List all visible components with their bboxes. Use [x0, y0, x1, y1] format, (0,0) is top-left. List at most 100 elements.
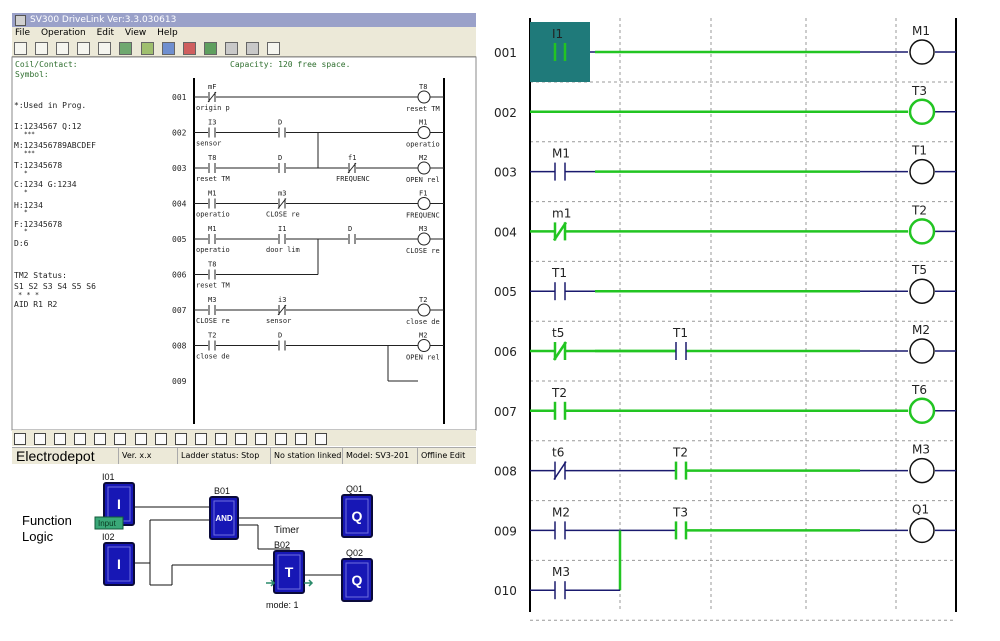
run-icon[interactable] [182, 42, 196, 55]
editor-coil-name[interactable]: F1 [419, 190, 427, 198]
coil-m2[interactable] [909, 338, 935, 364]
delete-tool-icon[interactable] [275, 433, 288, 445]
coil-name[interactable]: T3 [911, 84, 927, 98]
logic-block-b01[interactable] [209, 496, 239, 540]
upload-icon[interactable] [119, 42, 133, 55]
editor-contact-name[interactable]: D [278, 332, 282, 340]
coil-name[interactable]: M2 [912, 323, 930, 337]
logic-block-q02[interactable] [341, 558, 373, 602]
editor-contact-name[interactable]: M3 [208, 296, 216, 304]
editor-coil-name[interactable]: T8 [419, 83, 427, 91]
logic-block-b02[interactable] [273, 550, 305, 594]
stop-icon[interactable] [203, 42, 217, 55]
editor-contact-name[interactable]: T2 [208, 332, 216, 340]
contact-name[interactable]: M1 [552, 147, 570, 161]
editor-contact-name[interactable]: m3 [278, 190, 286, 198]
contact-name[interactable]: I1 [552, 27, 563, 41]
zoom-tool-icon[interactable] [315, 433, 328, 445]
print-icon[interactable] [77, 42, 91, 55]
editor-coil-name[interactable]: M3 [419, 225, 427, 233]
coil-tool-icon[interactable] [154, 433, 167, 445]
editor-coil[interactable] [417, 232, 431, 246]
coil-t6[interactable] [908, 397, 936, 425]
counter-tool-icon[interactable] [235, 433, 248, 445]
menu-edit[interactable]: Edit [96, 28, 115, 38]
no-contact-tool-icon[interactable] [14, 433, 26, 445]
contact-name[interactable]: t6 [552, 446, 564, 460]
editor-contact-name[interactable]: mF [208, 83, 216, 91]
settings-icon[interactable] [246, 42, 260, 55]
save-icon[interactable] [56, 42, 70, 55]
parallel-tool-icon[interactable] [134, 433, 147, 445]
contact-name[interactable]: M2 [552, 505, 570, 519]
menu-help[interactable]: Help [157, 28, 178, 38]
contact-name[interactable]: T2 [551, 386, 567, 400]
contact-name[interactable]: t5 [552, 326, 564, 340]
editor-coil-name[interactable]: T2 [419, 296, 427, 304]
new-file-icon[interactable] [14, 42, 27, 55]
monitor-icon[interactable] [224, 42, 238, 55]
open-file-icon[interactable] [35, 42, 49, 55]
series-tool-icon[interactable] [114, 433, 127, 445]
compare-tool-icon[interactable] [255, 433, 268, 445]
editor-coil-name[interactable]: M2 [419, 154, 427, 162]
logic-block-i02[interactable] [103, 542, 135, 586]
editor-contact-name[interactable]: T8 [208, 261, 216, 269]
editor-contact-name[interactable]: I3 [208, 119, 216, 127]
window-titlebar[interactable]: SV300 DriveLink Ver:3.3.030613 [12, 13, 476, 27]
editor-contact-name[interactable]: I1 [278, 225, 286, 233]
contact-name[interactable]: T3 [672, 505, 688, 519]
editor-contact-name[interactable]: T8 [208, 154, 216, 162]
contact-name[interactable]: M3 [552, 565, 570, 579]
rising-contact-tool-icon[interactable] [54, 433, 67, 445]
reset-coil-tool-icon[interactable] [194, 433, 207, 445]
coil-name[interactable]: Q1 [912, 502, 929, 516]
coil-name[interactable]: M1 [912, 24, 930, 38]
editor-coil[interactable] [417, 303, 431, 317]
help-icon[interactable] [267, 42, 281, 55]
editor-contact-name[interactable]: f1 [348, 154, 356, 162]
coil-t1[interactable] [909, 158, 935, 185]
coil-t3[interactable] [908, 98, 936, 126]
menu-operation[interactable]: Operation [40, 28, 86, 38]
falling-contact-tool-icon[interactable] [74, 433, 87, 445]
coil-name[interactable]: T5 [911, 263, 927, 277]
nc-contact-tool-icon[interactable] [34, 433, 47, 445]
logic-block-q01[interactable] [341, 494, 373, 538]
editor-coil[interactable] [417, 90, 431, 104]
download-icon[interactable] [140, 42, 154, 55]
coil-name[interactable]: T1 [911, 144, 927, 158]
menu-file[interactable]: File [15, 28, 31, 38]
menu-view[interactable]: View [124, 28, 147, 38]
coil-q1[interactable] [909, 517, 935, 544]
editor-coil[interactable] [417, 339, 431, 352]
insert-tool-icon[interactable] [295, 433, 308, 445]
contact-name[interactable]: T1 [551, 266, 567, 280]
branch-tool-icon[interactable] [94, 433, 107, 445]
coil-m1[interactable] [909, 39, 935, 65]
editor-coil[interactable] [417, 126, 431, 139]
coil-name[interactable]: M3 [912, 443, 930, 457]
editor-contact-name[interactable]: i3 [278, 296, 286, 304]
editor-contact-name[interactable]: D [278, 154, 282, 162]
editor-coil[interactable] [417, 197, 431, 210]
coil-t2[interactable] [908, 218, 936, 245]
contact-name[interactable]: T2 [672, 446, 688, 460]
preview-icon[interactable] [98, 42, 112, 55]
timer-tool-icon[interactable] [214, 433, 227, 445]
coil-t5[interactable] [909, 278, 935, 304]
contact-name[interactable]: T1 [672, 326, 688, 340]
set-coil-tool-icon[interactable] [174, 433, 187, 445]
editor-coil-name[interactable]: M1 [419, 119, 427, 127]
editor-contact-name[interactable]: D [278, 119, 282, 127]
editor-contact-name[interactable]: M1 [208, 190, 216, 198]
coil-name[interactable]: T6 [911, 383, 927, 397]
editor-coil-name[interactable]: M2 [419, 332, 427, 340]
editor-contact-name[interactable]: M1 [208, 225, 216, 233]
connect-icon[interactable] [161, 42, 175, 55]
input-tag-box[interactable] [94, 516, 124, 530]
contact-name[interactable]: m1 [552, 206, 571, 220]
coil-name[interactable]: T2 [911, 203, 927, 217]
coil-m3[interactable] [909, 457, 935, 484]
editor-coil[interactable] [417, 161, 431, 175]
